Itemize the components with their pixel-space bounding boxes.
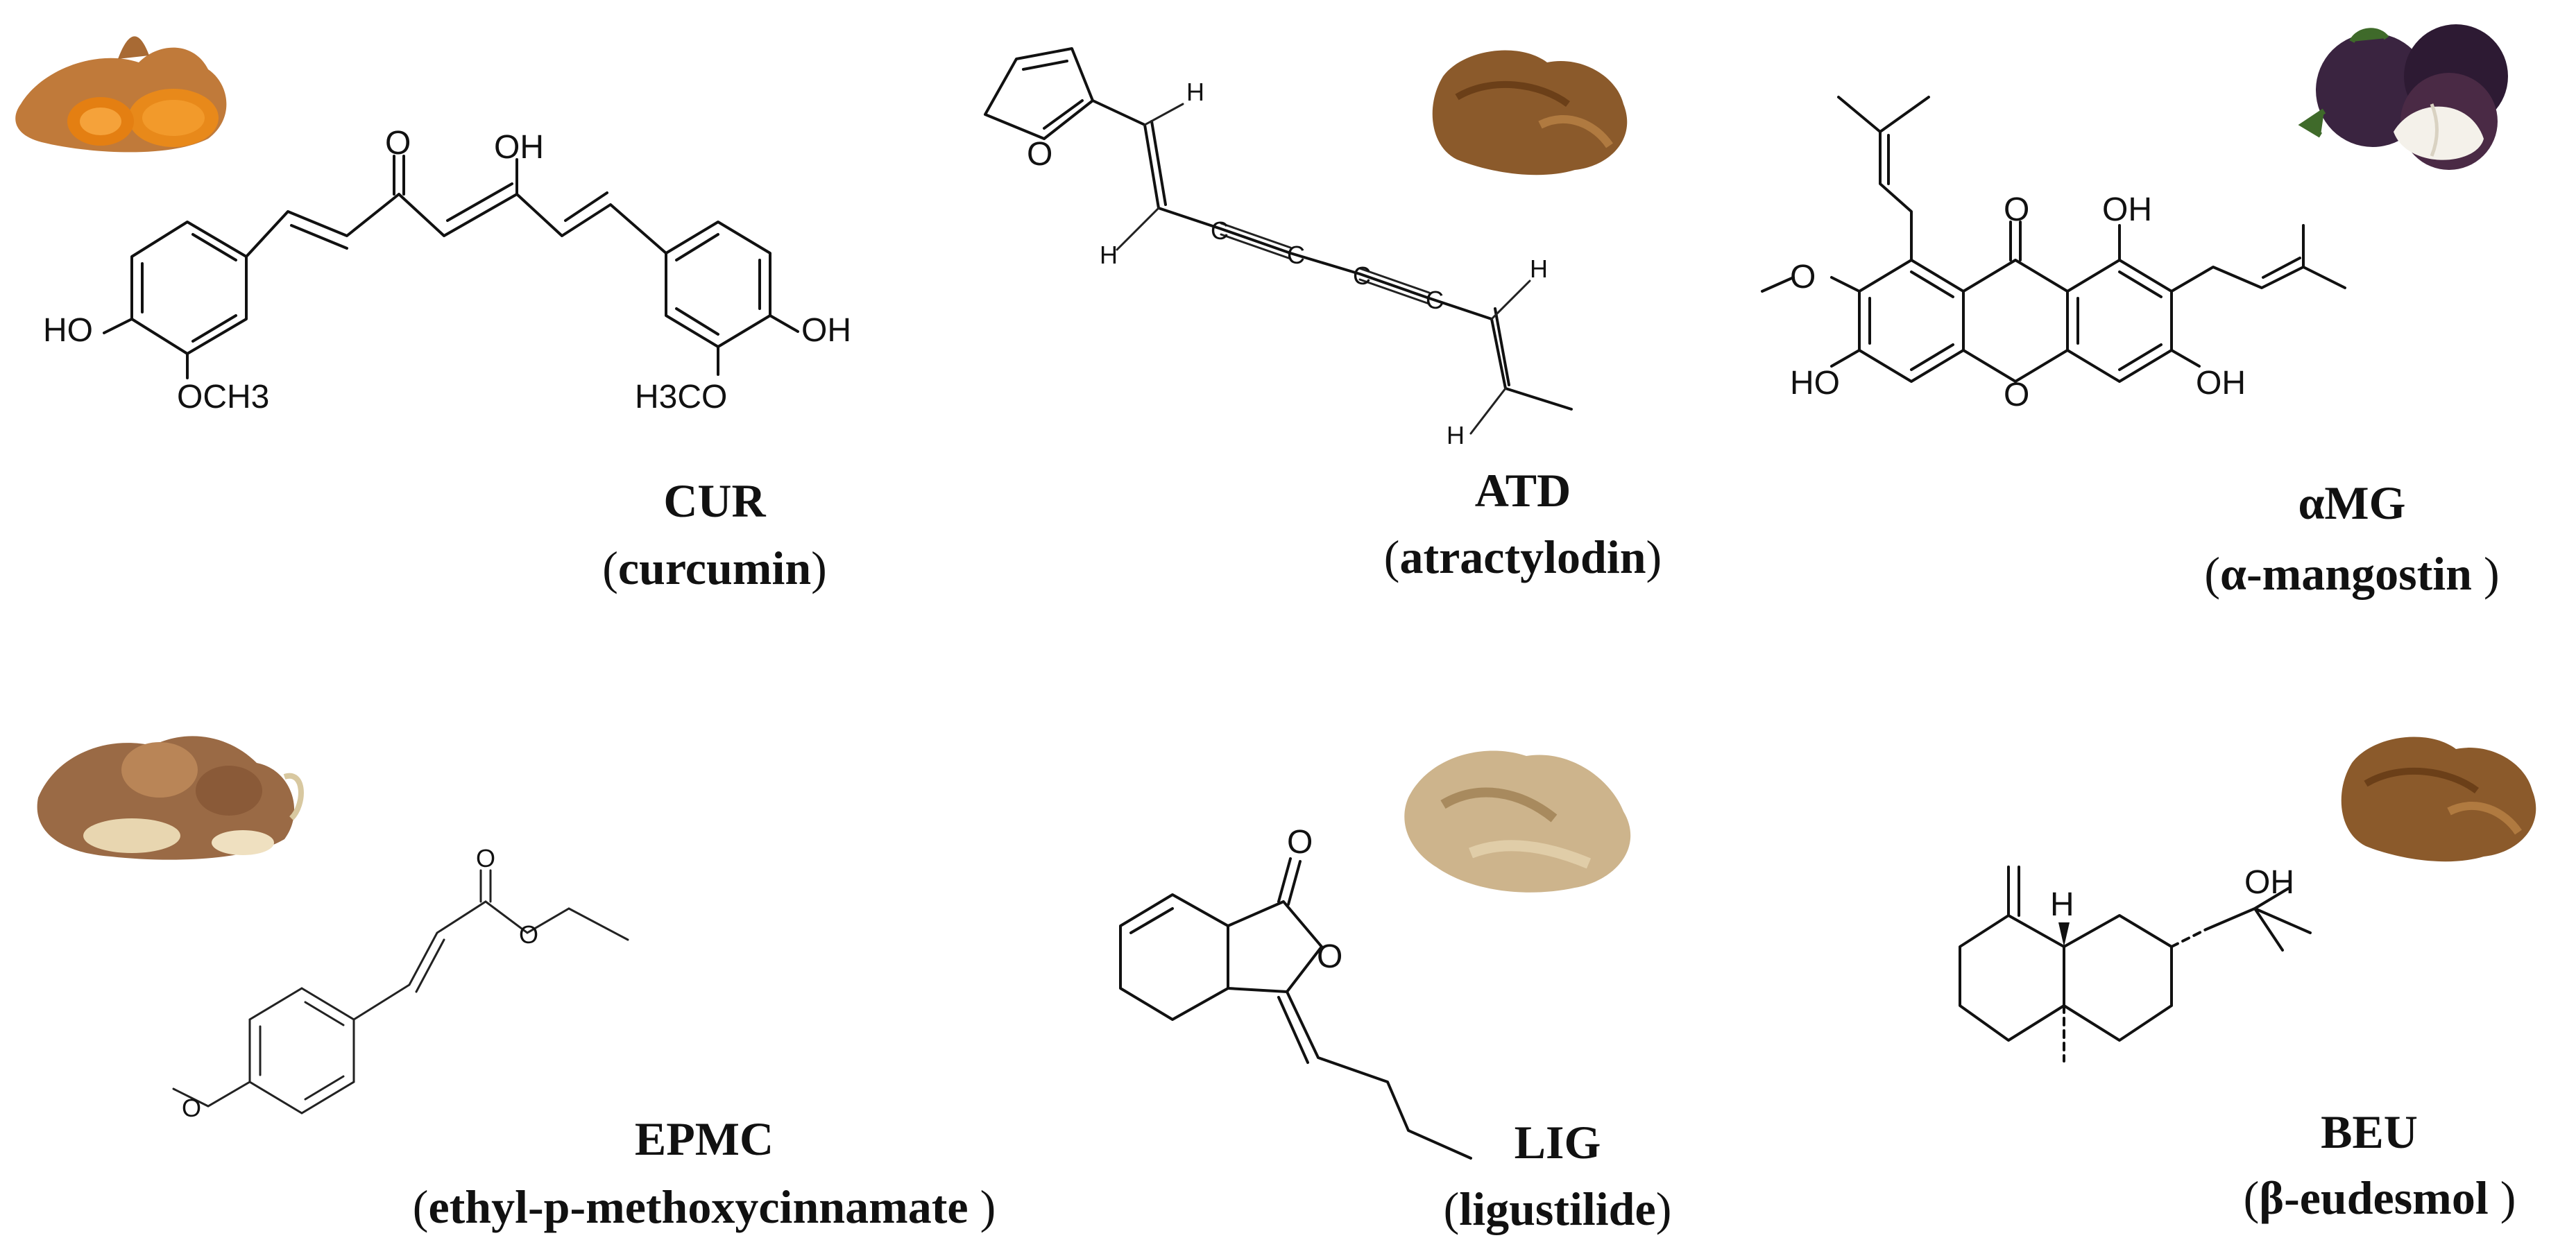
amg-panel: O OH O HO O OH αMG (α-mangostin ) [1761,24,2508,600]
amg-name: α-mangostin [2220,547,2484,600]
atractylodes-photo-bottom [2341,737,2536,862]
atd-h3: H [1530,255,1548,283]
beu-oh: OH [2244,864,2294,901]
atd-furan-o: O [1027,136,1052,173]
atd-name: atractylodin [1399,531,1646,583]
cur-fullname: (curcumin) [602,542,827,594]
amg-abbreviation: αMG [2298,476,2405,529]
epmc-abbreviation: EPMC [635,1112,774,1165]
beu-abbreviation: BEU [2321,1106,2418,1158]
epmc-methoxy-o: O [182,1094,201,1122]
atd-h1: H [1186,78,1204,106]
beu-fullname: (β-eudesmol ) [2244,1171,2516,1224]
cur-hydroxy-right: OH [801,312,851,349]
cur-panel: O OH HO OCH3 OH H3CO CUR (curcumin) [15,36,851,594]
atd-h4: H [1447,421,1465,449]
lig-ring-o: O [1317,938,1342,975]
beu-panel: H OH BEU (β-eudesmol ) [1959,737,2536,1224]
atd-c3: C [1353,261,1371,290]
epmc-carbonyl-o: O [476,844,495,872]
amg-oh-1: OH [2102,191,2152,228]
epmc-name: ethyl-p-methoxycinnamate [428,1180,980,1233]
atd-fullname: (atractylodin) [1384,531,1662,583]
amg-fullname: (α-mangostin ) [2204,547,2499,600]
mangostin-structure: O OH O HO O OH [1761,96,2346,413]
cur-abbreviation: CUR [663,474,766,527]
turmeric-photo [15,36,227,153]
lig-fullname: (ligustilide) [1444,1182,1672,1235]
amg-methoxy-o: O [1790,259,1816,295]
amg-oh-6: OH [2196,365,2246,402]
epmc-fullname: (ethyl-p-methoxycinnamate ) [413,1180,996,1233]
ligustilide-structure: O O [1119,824,1472,1160]
atd-abbreviation: ATD [1475,464,1571,517]
epmc-ester-o: O [519,920,538,949]
beu-name: β-eudesmol [2259,1171,2500,1224]
atractylodes-photo-top [1432,50,1628,175]
beu-h: H [2050,886,2074,923]
mangosteen-photo [2298,24,2508,170]
amg-oh-3: HO [1790,365,1840,402]
atractylodin-structure: O H H C C C C H H [984,47,1573,449]
cur-name: curcumin [618,542,811,594]
eudesmol-structure: H OH [1959,864,2312,1063]
lig-name: ligustilide [1459,1182,1655,1235]
curcumin-structure: O OH HO OCH3 OH H3CO [43,125,851,415]
atd-h2: H [1100,241,1118,269]
cur-hydroxy-left: HO [43,312,93,349]
cur-methoxy-left: OCH3 [177,379,269,415]
lig-abbreviation: LIG [1515,1116,1601,1169]
ligusticum-photo [1404,750,1631,893]
epmc-structure: O O O [172,844,629,1122]
atd-c4: C [1426,286,1444,314]
atd-c1: C [1211,216,1229,245]
amg-keto-o: O [2004,191,2029,228]
kaempferia-photo [37,736,304,860]
cur-keto-o: O [385,125,411,162]
epmc-panel: O O O EPMC (ethyl-p-methoxycinnamate ) [37,736,996,1233]
amg-ring-o: O [2004,377,2029,413]
atd-c2: C [1287,241,1305,269]
cur-enol-oh: OH [494,129,544,166]
lig-panel: O O LIG (ligustilide) [1119,750,1672,1235]
lig-carbonyl-o: O [1287,824,1313,861]
cur-methoxy-right: H3CO [635,379,727,415]
atd-panel: O H H C C C C H H ATD (atractylodin) [984,47,1662,583]
